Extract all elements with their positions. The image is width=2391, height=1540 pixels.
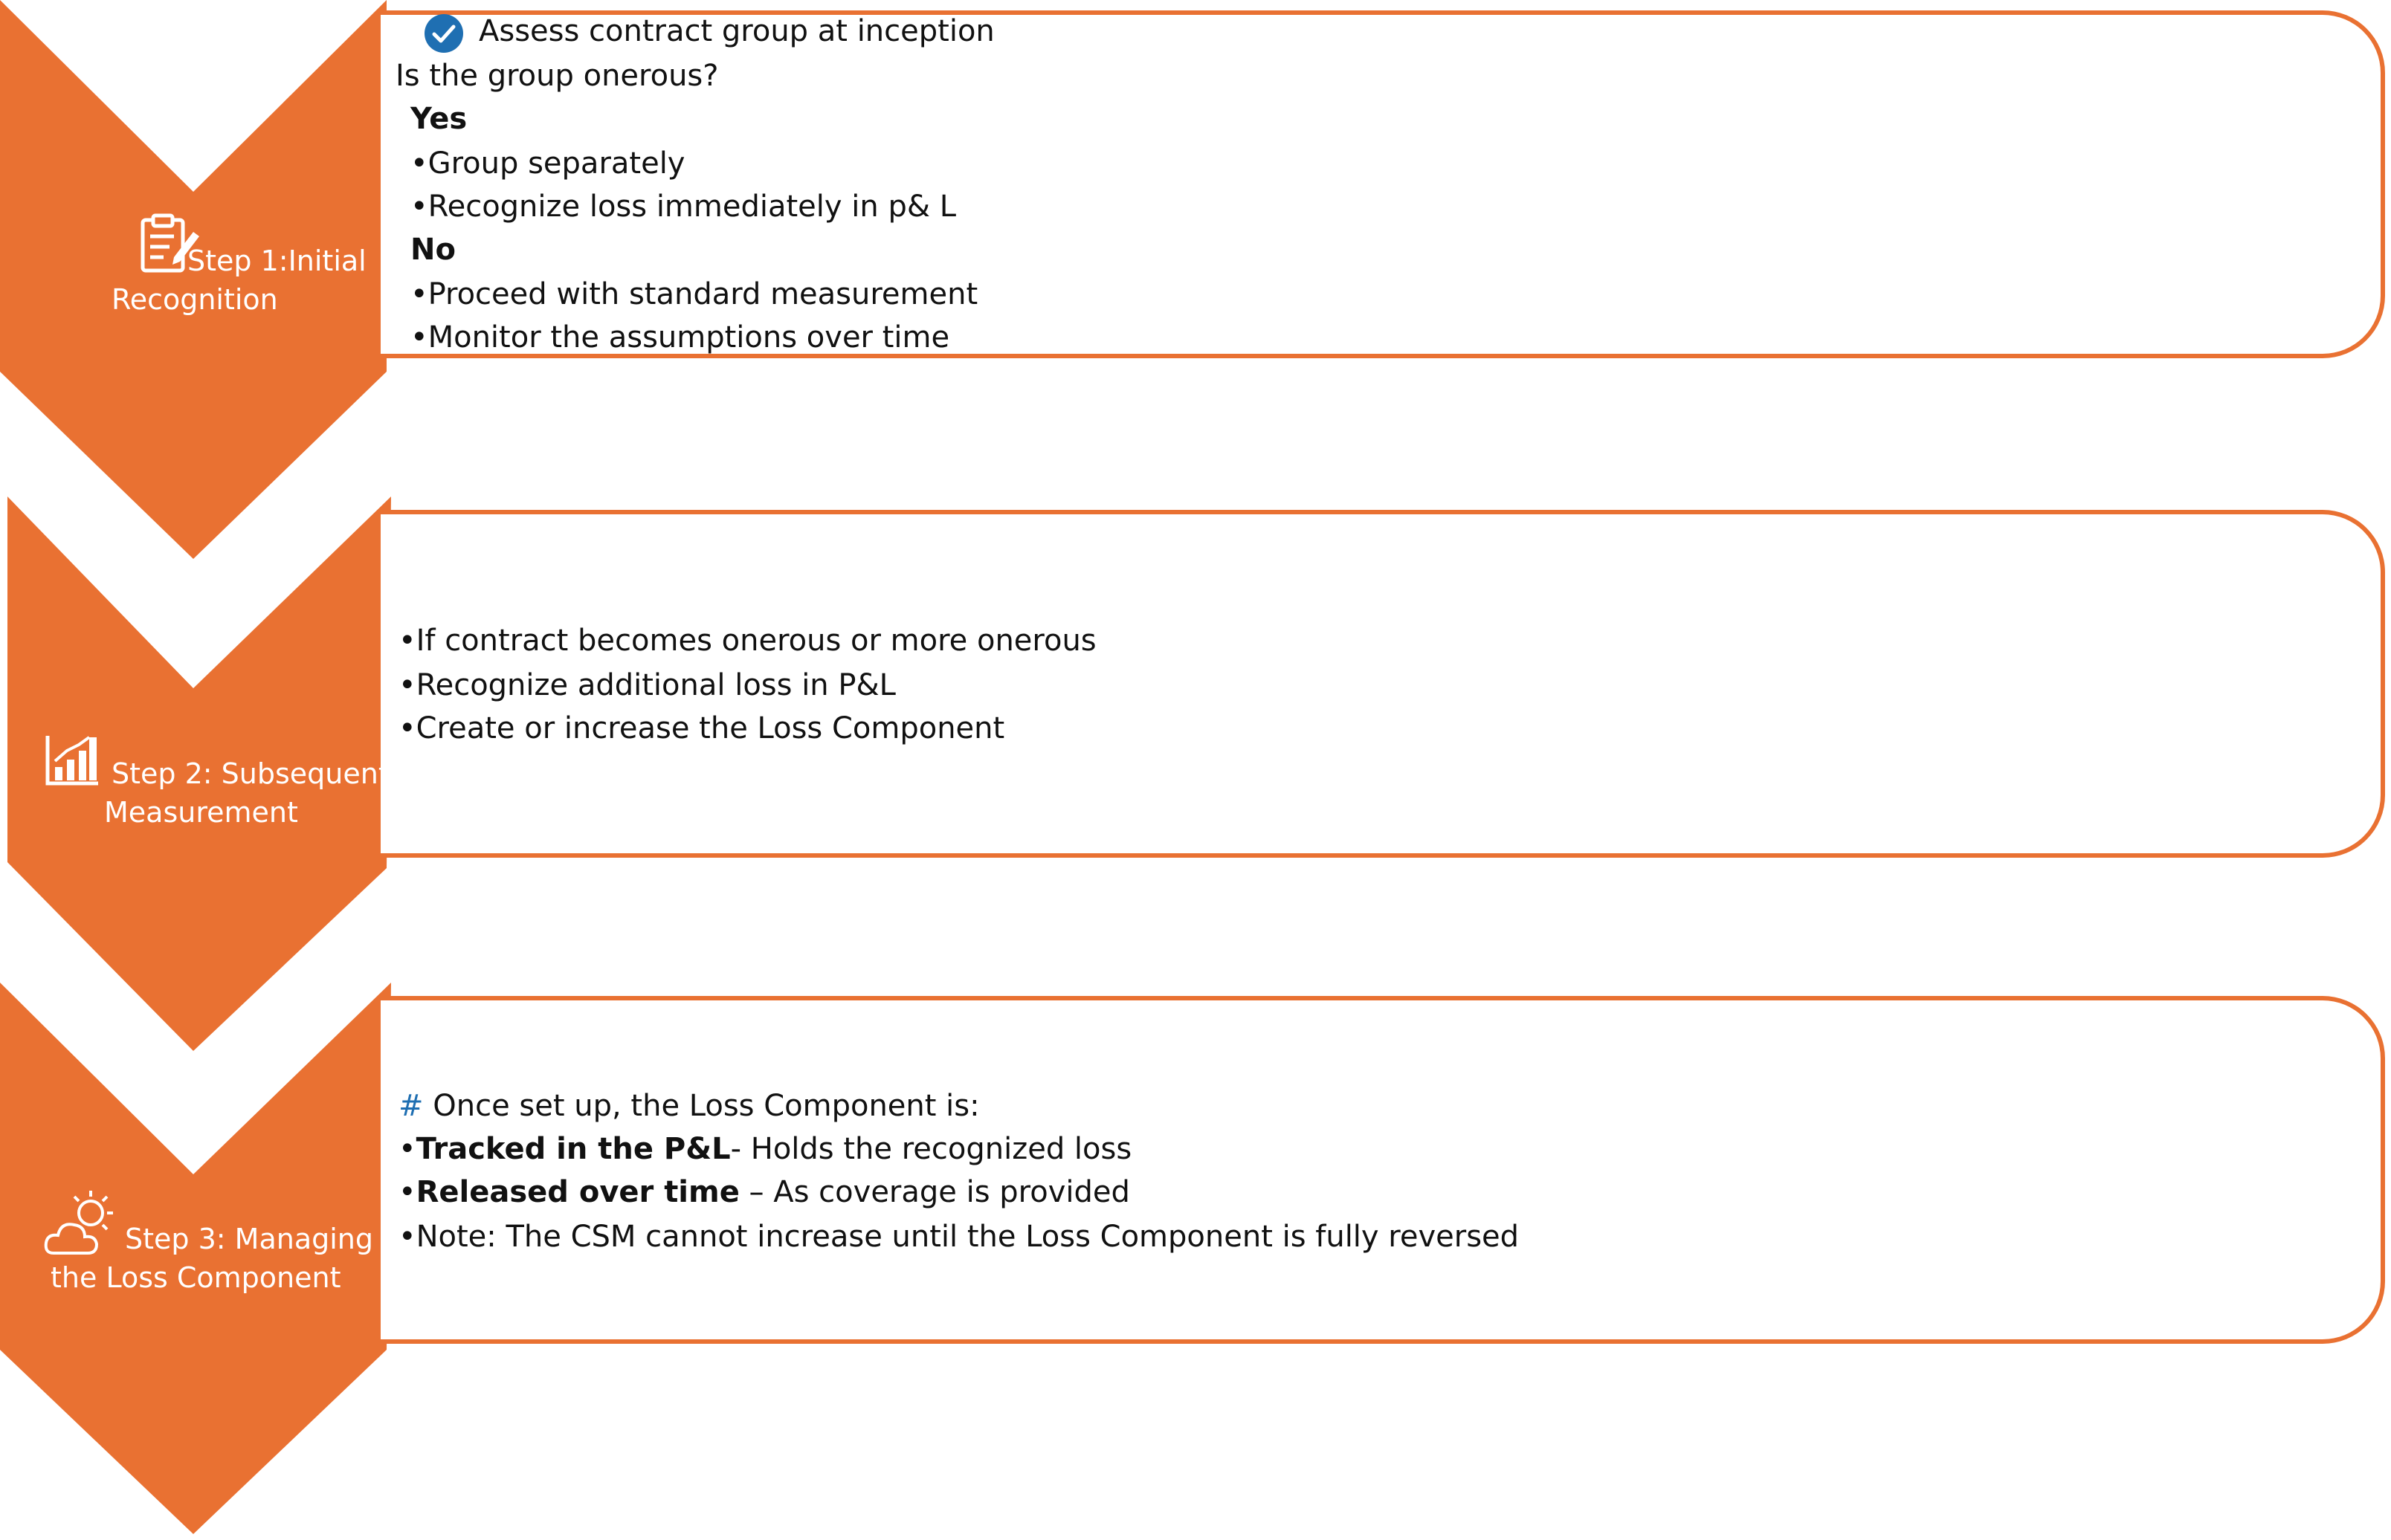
step-2-label-line1: Step 2: Subsequent [112,757,390,790]
step-3-item: •Note: The CSM cannot increase until the… [398,1220,1520,1254]
step-1-yes-label: Yes [410,102,468,136]
step-3-panel [381,996,2385,1344]
step-1-yes-item: •Recognize loss immediately in p& L [410,190,957,224]
step-1-no-label: No [410,233,456,267]
step-3-intro: # Once set up, the Loss Component is: [398,1089,980,1123]
step-2-item: •Recognize additional loss in P&L [398,668,896,702]
step-2-chevron [0,496,394,1061]
bar-chart-icon [45,736,98,786]
check-circle-icon [425,14,463,53]
step-3-chevron [0,983,394,1540]
step-1-header: Assess contract group at inception [479,14,995,48]
step-1-label-line1: Step 1:Initial [187,245,367,277]
step-2-item: •Create or increase the Loss Component [398,711,1005,745]
step-1-no-item: •Monitor the assumptions over time [410,320,950,355]
step-3-item: •Tracked in the P&L- Holds the recognize… [398,1132,1132,1166]
hash-mark: # [398,1089,424,1123]
step-3-item: •Released over time – As coverage is pro… [398,1175,1130,1209]
step-3-label-line2: the Loss Component [51,1261,341,1294]
step-2-label-line2: Measurement [104,796,298,829]
step-2-item: •If contract becomes onerous or more one… [398,624,1097,658]
clipboard-edit-icon [141,213,199,273]
step-3-label-line1: Step 3: Managing [125,1223,373,1255]
step-2-panel [381,510,2385,858]
step-1-panel [381,10,2385,358]
step-1-chevron [0,0,394,565]
step-1-question: Is the group onerous? [396,59,719,93]
step-1-yes-item: •Group separately [410,146,685,181]
step-1-label-line2: Recognition [112,283,278,316]
sun-cloud-icon [44,1191,113,1255]
step-1-no-item: •Proceed with standard measurement [410,277,978,311]
